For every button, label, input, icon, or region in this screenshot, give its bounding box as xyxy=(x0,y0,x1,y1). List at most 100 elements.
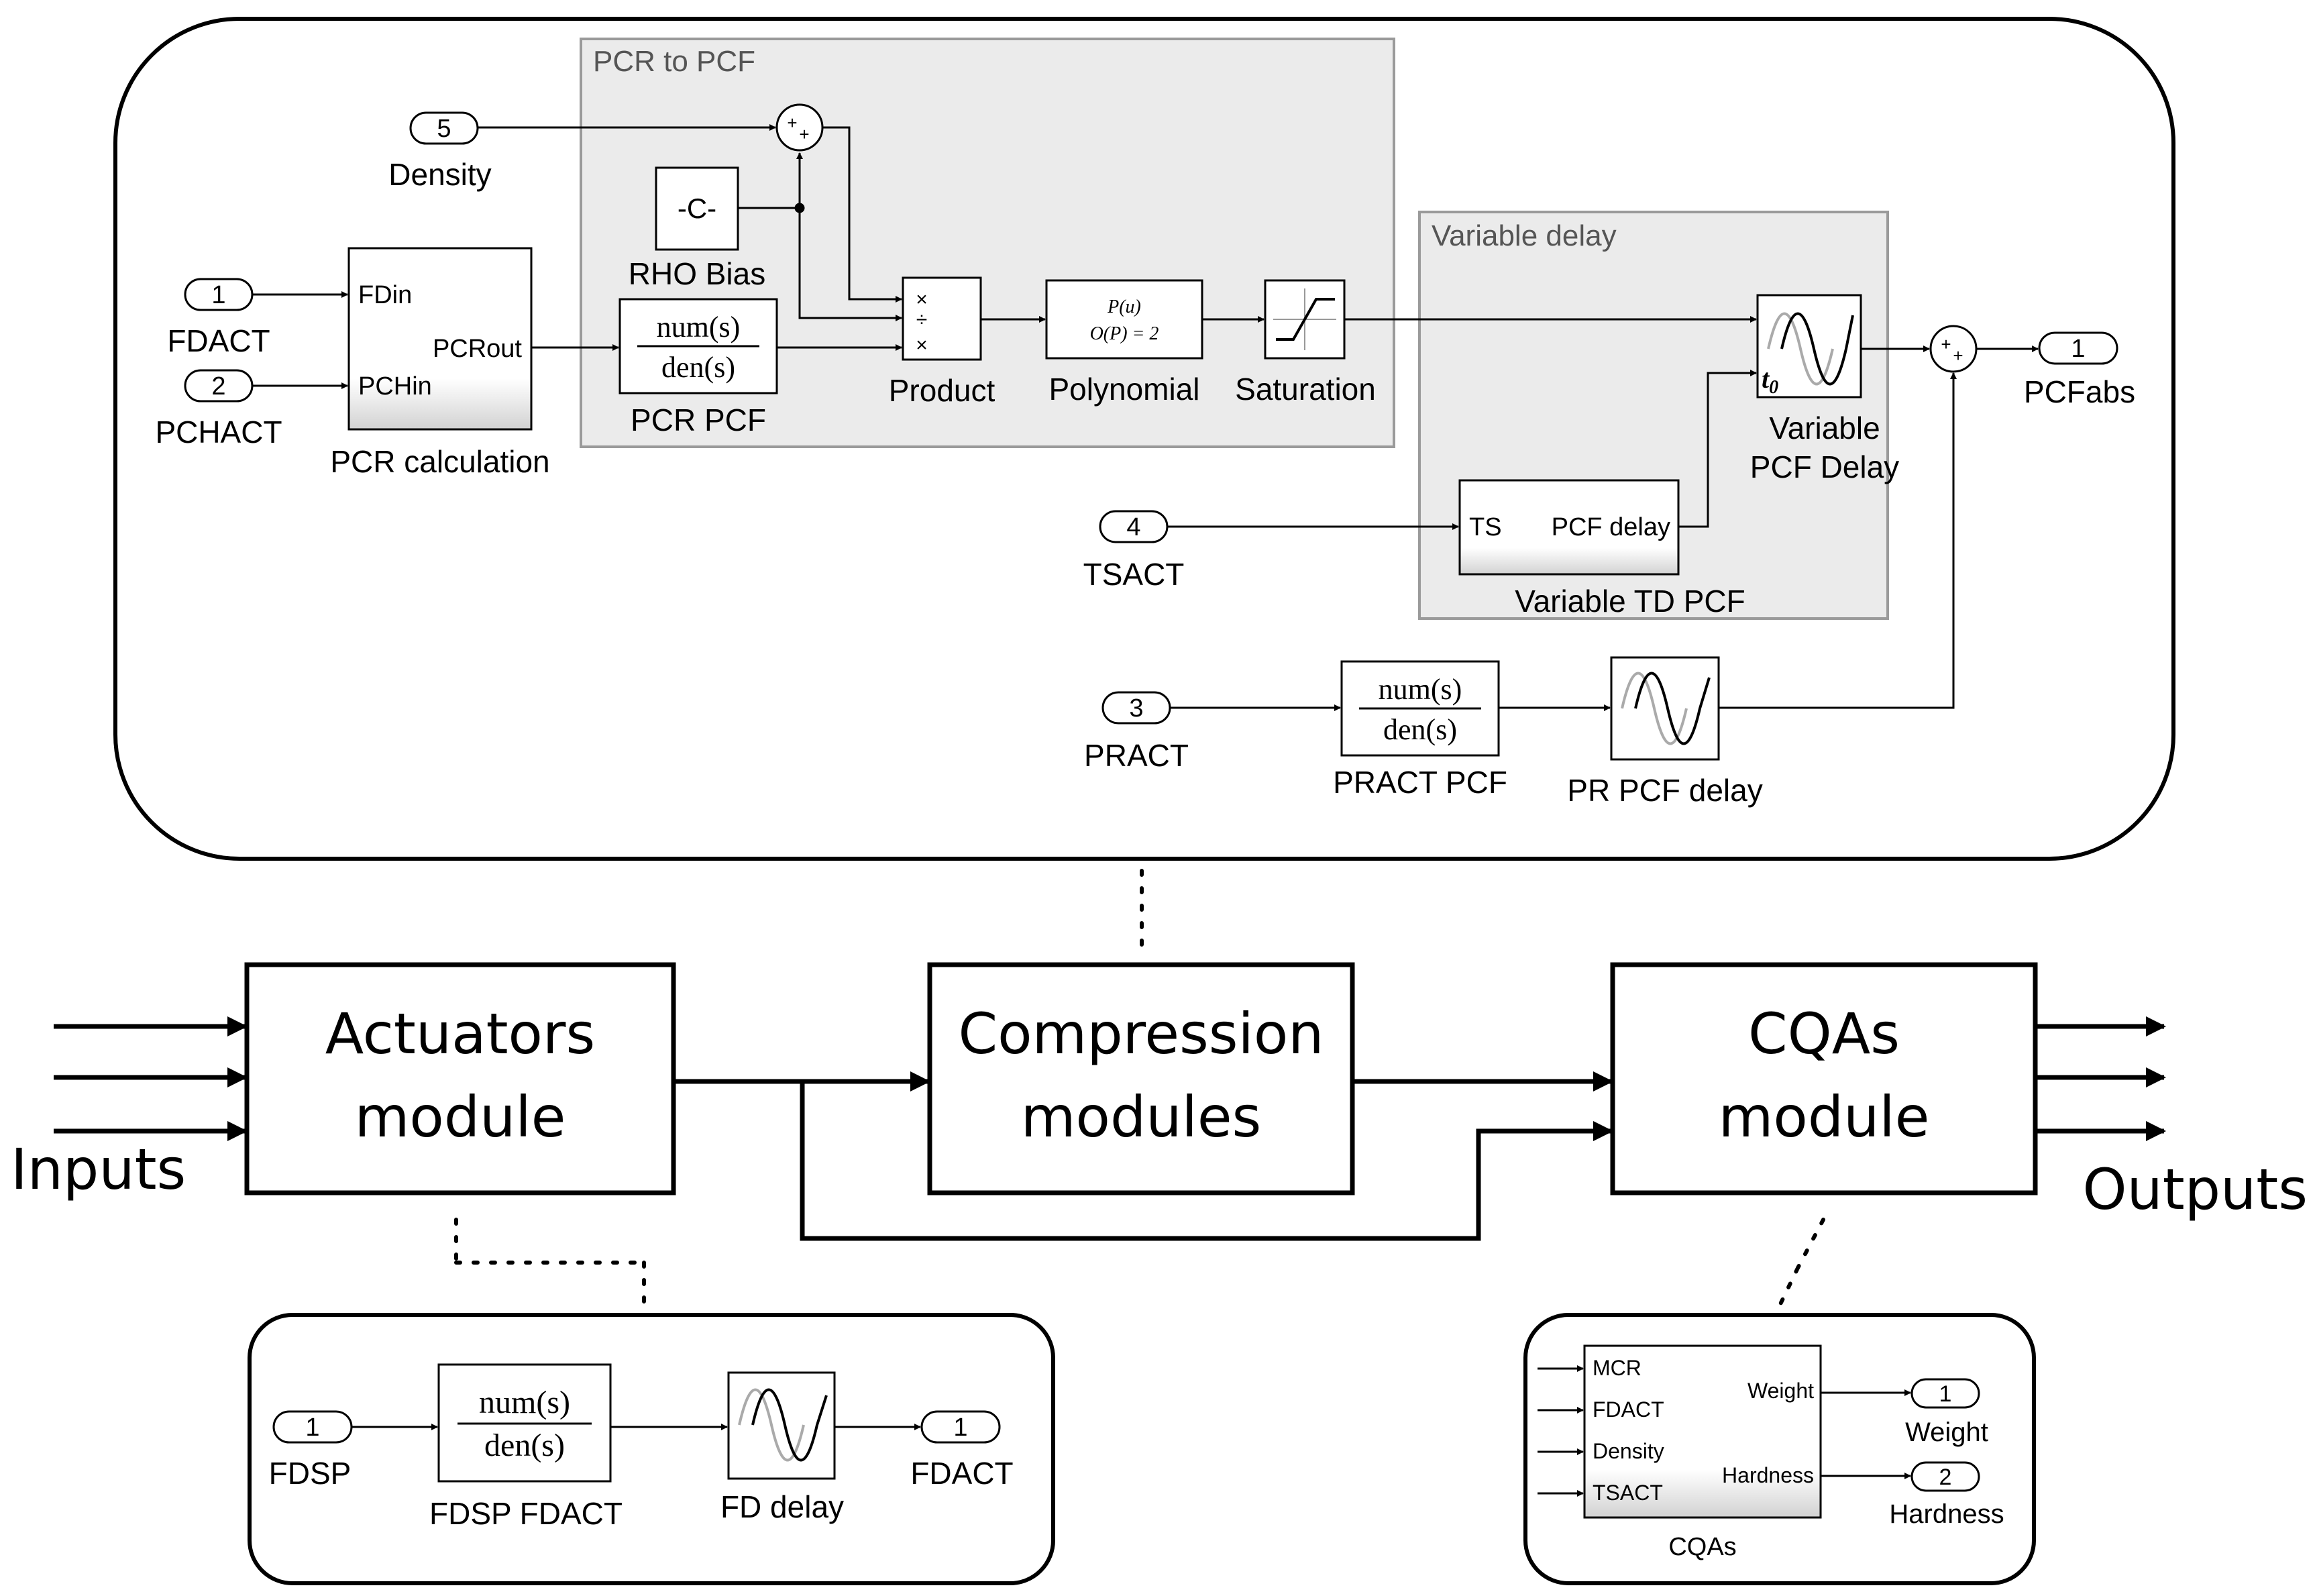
delay-wave-icon xyxy=(1634,672,1711,745)
variable-pcf-delay-block[interactable]: t0 Variable PCF Delay xyxy=(1750,294,1899,484)
port-label: FDACT xyxy=(910,1456,1013,1491)
port-number: 1 xyxy=(1939,1381,1952,1407)
port-label: PCHACT xyxy=(155,415,282,449)
port-number: 2 xyxy=(211,372,225,401)
port-number: 1 xyxy=(953,1414,967,1442)
port-label: TSACT xyxy=(1083,557,1185,592)
fd-delay-block[interactable]: FD delay xyxy=(720,1371,844,1524)
tf-numerator: num(s) xyxy=(479,1385,570,1420)
rho-bias-constant-block[interactable]: -C- RHO Bias xyxy=(629,166,765,291)
tf-denominator: den(s) xyxy=(1383,713,1457,746)
multiply-icon: × xyxy=(916,288,928,311)
module-connections xyxy=(54,1016,2166,1241)
port-label-hardness: Hardness xyxy=(1722,1463,1814,1487)
inport-fdact[interactable]: 1 FDACT xyxy=(167,278,270,358)
port-label-tsact: TSACT xyxy=(1593,1481,1663,1505)
plus-sign-icon: + xyxy=(787,113,797,133)
port-number: 4 xyxy=(1126,513,1140,541)
saturation-curve-icon xyxy=(1276,298,1335,341)
cqas-module[interactable]: CQAs module xyxy=(1610,962,2038,1195)
port-number: 5 xyxy=(437,115,451,143)
block-label: Polynomial xyxy=(1049,372,1200,407)
port-label-ts: TS xyxy=(1469,513,1502,541)
plus-sign-icon: + xyxy=(1941,334,1951,354)
pcr-calculation-block[interactable]: FDin PCHin PCRout PCR calculation xyxy=(330,247,550,479)
delay-wave-icon xyxy=(1780,312,1854,386)
module-label-line2: module xyxy=(355,1084,566,1150)
actuators-detail-panel: 1 FDSP num(s) den(s) FDSP FDACT FD delay… xyxy=(248,1313,1055,1585)
block-label: Variable TD PCF xyxy=(1515,584,1745,619)
delay-wave-icon xyxy=(751,1388,828,1462)
outport-pcfabs[interactable]: 1 PCFabs xyxy=(2024,331,2135,409)
plus-sign-icon: + xyxy=(799,124,809,144)
block-label: FD delay xyxy=(720,1489,844,1524)
tf-fdsp-fdact-block[interactable]: num(s) den(s) FDSP FDACT xyxy=(429,1363,623,1531)
inputs-label: Inputs xyxy=(11,1136,186,1202)
port-label-fdact: FDACT xyxy=(1593,1397,1664,1422)
inport-pchact[interactable]: 2 PCHACT xyxy=(155,369,282,449)
product-block[interactable]: × ÷ × Product xyxy=(889,276,995,408)
block-label: RHO Bias xyxy=(629,256,765,291)
signal-lines xyxy=(1538,1365,1911,1497)
sum-block-density[interactable]: + + xyxy=(775,103,824,152)
tf-denominator: den(s) xyxy=(484,1428,565,1463)
tf-pract-pcf-block[interactable]: num(s) den(s) PRACT PCF xyxy=(1333,660,1507,800)
block-label: PRACT PCF xyxy=(1333,765,1507,800)
outport-hardness[interactable]: 2 Hardness xyxy=(1889,1461,2004,1529)
multiply-icon: × xyxy=(916,334,928,356)
inport-fdsp[interactable]: 1 FDSP xyxy=(269,1410,353,1491)
port-label: Weight xyxy=(1905,1418,1988,1447)
block-label: PR PCF delay xyxy=(1567,773,1762,808)
port-label-fdin: FDin xyxy=(358,281,412,309)
tf-numerator: num(s) xyxy=(1379,673,1462,706)
dotted-connectors xyxy=(454,869,1825,1309)
port-label-pcf-delay: PCF delay xyxy=(1552,513,1670,541)
outport-weight[interactable]: 1 Weight xyxy=(1905,1378,1988,1447)
port-number: 3 xyxy=(1129,694,1143,723)
t0-label: t0 xyxy=(1762,364,1778,398)
block-label: Saturation xyxy=(1235,372,1376,407)
port-label: PRACT xyxy=(1084,738,1189,773)
block-label: PCR calculation xyxy=(330,444,549,479)
actuators-module[interactable]: Actuators module xyxy=(244,962,676,1195)
constant-value: -C- xyxy=(678,193,716,224)
inport-density[interactable]: 5 Density xyxy=(388,111,492,192)
port-label: Hardness xyxy=(1889,1499,2004,1529)
compression-detail-panel: PCR to PCF Variable delay 5 Density 1 FD… xyxy=(113,17,2175,861)
block-label: CQAs xyxy=(1668,1533,1736,1561)
plus-sign-icon: + xyxy=(1953,345,1963,366)
variable-td-pcf-block[interactable]: TS PCF delay Variable TD PCF xyxy=(1458,479,1745,619)
inport-tsact[interactable]: 4 TSACT xyxy=(1083,510,1185,592)
port-label-mcr: MCR xyxy=(1593,1356,1641,1380)
subsystem-label: Variable delay xyxy=(1432,219,1617,252)
module-label-line1: Compression xyxy=(958,1001,1324,1067)
compression-modules[interactable]: Compression modules xyxy=(927,962,1355,1195)
port-label-weight: Weight xyxy=(1747,1379,1814,1403)
block-label: FDSP FDACT xyxy=(429,1496,623,1531)
module-label-line2: modules xyxy=(1021,1084,1262,1150)
tf-pcr-pcf-block[interactable]: num(s) den(s) PCR PCF xyxy=(618,298,778,437)
saturation-block[interactable]: Saturation xyxy=(1235,279,1376,407)
block-label: Product xyxy=(889,373,995,408)
outputs-label: Outputs xyxy=(2082,1157,2308,1222)
polynomial-block[interactable]: P(u) O(P) = 2 Polynomial xyxy=(1045,279,1203,407)
port-label: FDACT xyxy=(167,323,270,358)
cqas-detail-panel: MCR FDACT Density TSACT Weight Hardness … xyxy=(1523,1313,2036,1585)
cqas-block[interactable]: MCR FDACT Density TSACT Weight Hardness … xyxy=(1583,1344,1822,1561)
divide-icon: ÷ xyxy=(916,309,927,331)
outport-fdact[interactable]: 1 FDACT xyxy=(910,1410,1014,1491)
polynomial-line1: P(u) xyxy=(1107,297,1141,317)
port-label: FDSP xyxy=(269,1456,352,1491)
sum-block-pcfabs[interactable]: + + xyxy=(1929,325,1978,373)
port-label-pcrout: PCRout xyxy=(433,335,522,363)
signal-lines xyxy=(252,124,2039,711)
port-number: 1 xyxy=(2071,335,2085,363)
module-label-line2: module xyxy=(1719,1084,1930,1150)
port-number: 1 xyxy=(211,281,225,309)
block-label: PCR PCF xyxy=(631,403,766,437)
tf-numerator: num(s) xyxy=(657,311,741,343)
port-label-density: Density xyxy=(1593,1439,1664,1463)
polynomial-line2: O(P) = 2 xyxy=(1090,323,1159,344)
subsystem-label: PCR to PCF xyxy=(593,45,755,78)
